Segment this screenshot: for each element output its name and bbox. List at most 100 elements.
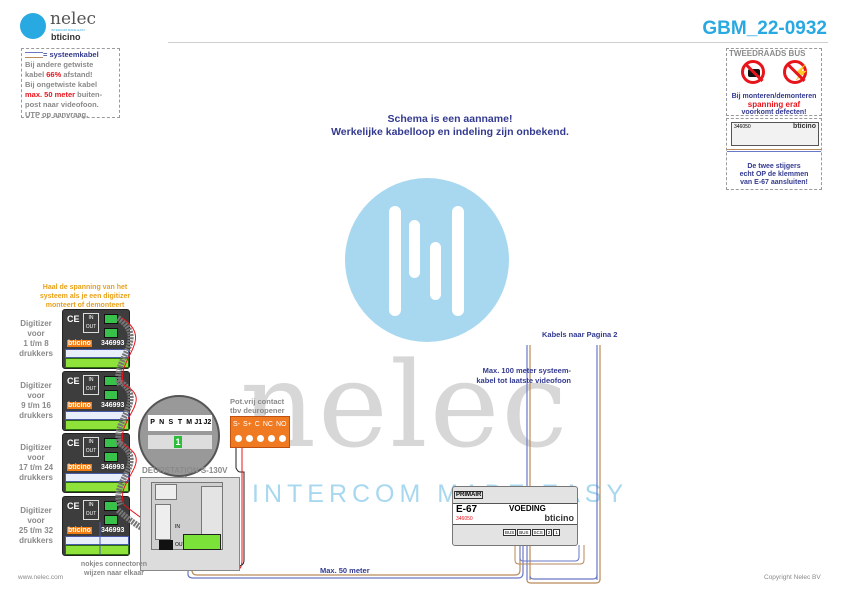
notice-line-1: Schema is een aanname! xyxy=(387,113,513,125)
digitizer-label-line: 17 t/m 24 xyxy=(18,463,54,472)
systeemkabel-swatch xyxy=(25,52,43,59)
in-label: IN xyxy=(88,439,94,445)
digitizer-label-line: drukkers xyxy=(19,411,53,420)
psu-terminal-label: SCS xyxy=(531,529,545,536)
digitizer-code: 346993 xyxy=(101,464,125,471)
dip-label: P xyxy=(150,419,155,426)
logo-brand: bticino xyxy=(51,32,81,42)
e67-module-thumb: 346050 bticino xyxy=(731,122,819,146)
cable-note-highlight: max. 50 meter xyxy=(25,90,76,99)
in-out-icon: IN OUT xyxy=(83,313,99,333)
max100-line: kabel tot laatste videofoon xyxy=(476,376,571,385)
out-label: OUT xyxy=(85,324,97,330)
warning-line-2: spanning eraf xyxy=(747,100,801,109)
digitizer-label-line: drukkers xyxy=(19,473,53,482)
psu-brand: bticino xyxy=(544,513,575,523)
doc-code: GBM_22-0932 xyxy=(702,18,827,39)
digitizer-label-line: voor xyxy=(27,453,45,462)
ribbon-connector-out xyxy=(104,452,118,462)
digitizer-brand-text: bticino xyxy=(67,464,92,471)
red-wire xyxy=(121,317,171,541)
cable-note-line: UTP op aanvraag. xyxy=(25,110,89,119)
cables-to-page2: Kabels naar Pagina 2 xyxy=(542,330,618,339)
relay-label-line: Pot.vrij contact xyxy=(230,397,285,406)
door-station: IN OUT xyxy=(140,477,240,571)
copyright: Copyright Nelec BV xyxy=(764,574,821,581)
connector-note-line: nokjes connectoren xyxy=(80,561,148,568)
nelec-logo-icon xyxy=(20,13,46,39)
cable-note-line: post naar videofoon. xyxy=(25,100,99,109)
digitizer-code: 346993 xyxy=(101,340,125,347)
terminal-labels xyxy=(65,473,129,482)
watermark-text: nelec xyxy=(240,336,570,474)
digitizer-note-line: Haal de spanning van het xyxy=(42,284,128,291)
ribbon-cable xyxy=(115,439,134,507)
max100-line: Max. 100 meter systeem- xyxy=(482,366,571,375)
digitizer-brand: bticino xyxy=(67,402,92,409)
dip-label: J1 xyxy=(194,419,203,426)
door-station-title: DEURSTATION S-130V xyxy=(142,466,228,475)
digitizer-label-line: Digitizer xyxy=(20,319,52,328)
terminal-block xyxy=(65,358,129,368)
no-plug-icon xyxy=(741,60,765,84)
primary-label: PRIMAIR xyxy=(454,491,484,499)
digitizer-label-line: Digitizer xyxy=(20,506,52,515)
ce-mark: CE xyxy=(67,438,80,448)
module-brand: bticino xyxy=(793,123,816,130)
relay-terminal-label: NO xyxy=(275,421,287,428)
terminal-labels xyxy=(65,536,129,545)
cable-note-line: Bij andere getwiste xyxy=(25,60,94,69)
relay-terminal-label: NC xyxy=(262,421,273,428)
terminal-labels xyxy=(65,411,129,420)
cable-note-text: afstand! xyxy=(61,70,93,79)
ce-mark: CE xyxy=(67,501,80,511)
header-divider xyxy=(168,42,828,43)
digitizer-label-line: 9 t/m 16 xyxy=(21,401,51,410)
digitizer-brand: bticino xyxy=(67,340,92,347)
dip-label: N xyxy=(159,419,165,426)
port-in-label: IN xyxy=(175,524,180,530)
door-station-terminal xyxy=(183,534,221,550)
relay-terminal-label: S- xyxy=(233,421,240,428)
digitizer-label-line: 25 t/m 32 xyxy=(18,526,54,535)
ribbon-connector-out xyxy=(104,515,118,525)
out-label: OUT xyxy=(85,511,97,517)
digitizer-label-line: drukkers xyxy=(19,349,53,358)
digitizer-brand-text: bticino xyxy=(67,340,92,347)
terminal-block xyxy=(65,545,129,555)
relay-label: Pot.vrij contact tbv deuropener xyxy=(230,397,285,415)
digitizer-label-line: drukkers xyxy=(19,536,53,545)
connector-note-line: wijzen naar elkaar xyxy=(84,570,144,577)
digitizer-label-line: voor xyxy=(27,391,45,400)
digitizer-brand-text: bticino xyxy=(67,527,92,534)
digitizer-brand: bticino xyxy=(67,464,92,471)
notice-line-2: Werkelijke kabelloop en indeling zijn on… xyxy=(331,126,569,138)
website-link[interactable]: www.nelec.com xyxy=(18,574,64,581)
port-out-label: OUT xyxy=(175,542,186,548)
cable-note-text: kabel xyxy=(25,70,47,79)
cable-note-box: = systeemkabel Bij andere getwiste kabel… xyxy=(21,48,120,119)
out-label: OUT xyxy=(85,386,97,392)
relay-terminal-label: S+ xyxy=(243,421,252,428)
digitizer-label-line: voor xyxy=(27,329,45,338)
digitizer-label-line: Digitizer xyxy=(20,443,52,452)
watermark-logo-circle xyxy=(345,178,509,342)
schema-notice: Schema is een aanname! Werkelijke kabell… xyxy=(240,113,660,139)
in-label: IN xyxy=(88,315,94,321)
digitizer-label-line: 1 t/m 8 xyxy=(23,339,49,348)
digitizer-code: 346993 xyxy=(101,402,125,409)
ribbon-cable xyxy=(115,377,134,447)
digitizer-label-line: Digitizer xyxy=(20,381,52,390)
dip-label: J2 xyxy=(203,419,212,426)
cable-note-highlight: 66% xyxy=(46,70,62,79)
warning-line-3: voorkomt defecten! xyxy=(741,109,807,116)
digitizer-note-line: systeem als je een digitizer xyxy=(39,293,131,300)
